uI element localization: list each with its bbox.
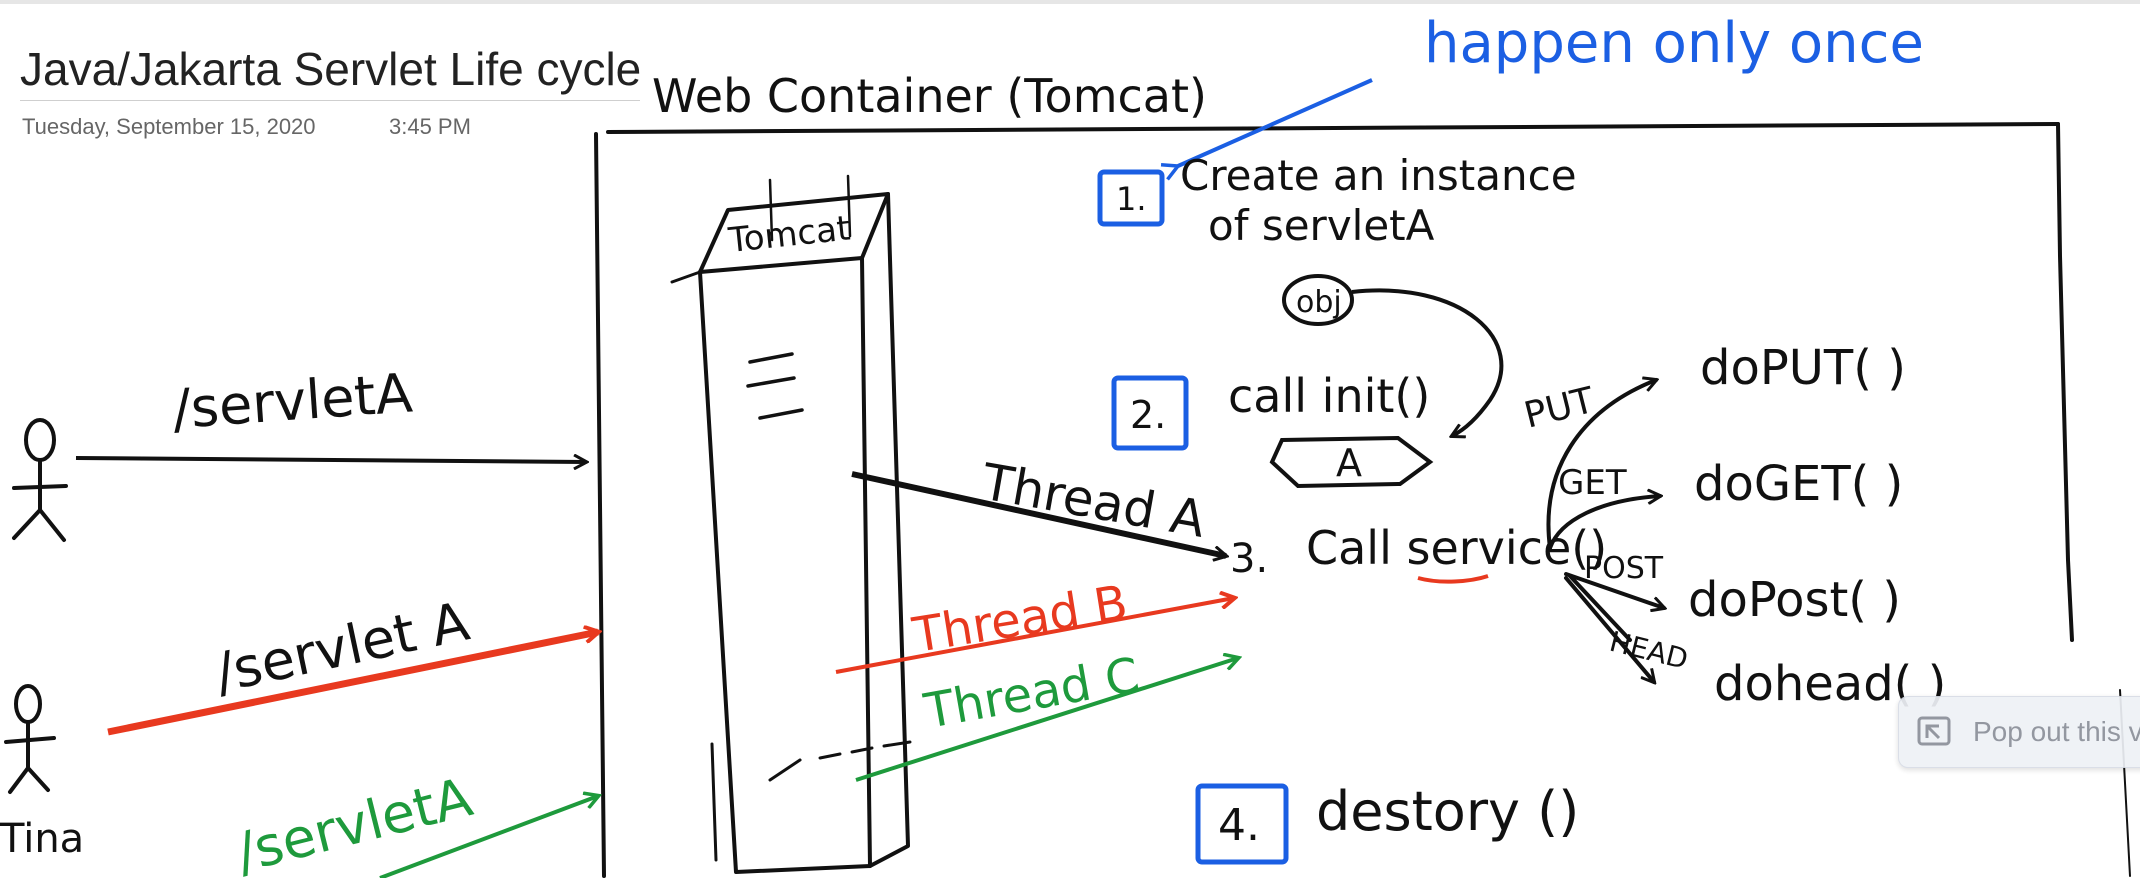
post-label: POST <box>1584 551 1664 586</box>
method-branches <box>1546 380 1664 682</box>
step3-text: Call service() <box>1306 521 1607 575</box>
popout-icon <box>1917 714 1957 750</box>
user-figure-2 <box>4 684 56 794</box>
step4-number: 4. <box>1218 800 1260 851</box>
request-arrow-c <box>379 796 598 878</box>
step1-line2: of servletA <box>1208 201 1435 250</box>
step2-number: 2. <box>1130 393 1166 437</box>
step2-text: call init() <box>1228 369 1430 423</box>
page-title: Java/Jakarta Servlet Life cycle <box>20 43 642 95</box>
tomcat-server-drawing <box>670 174 912 874</box>
top-border <box>0 0 2140 4</box>
user-figure-1 <box>12 418 68 542</box>
step3-number: 3. <box>1230 536 1268 582</box>
thread-b-label: Thread B <box>908 575 1131 664</box>
note-happen-only-once: happen only once <box>1424 11 1924 76</box>
head-label: HEAD <box>1606 625 1691 676</box>
instance-a-label: A <box>1336 441 1362 485</box>
obj-circle <box>1282 274 1354 326</box>
thread-a-arrow <box>851 471 1226 556</box>
step1-line1: Create an instance <box>1180 151 1577 200</box>
get-method: doGET( ) <box>1694 456 1903 512</box>
step4-text: destory () <box>1316 780 1579 843</box>
popout-label: Pop out this video <box>1973 716 2140 747</box>
service-underline <box>1417 574 1489 584</box>
post-method: doPost( ) <box>1688 572 1901 628</box>
step4-box <box>1195 783 1289 865</box>
obj-label: obj <box>1296 285 1342 320</box>
step1-box <box>1097 169 1165 227</box>
step1-number: 1. <box>1116 180 1147 218</box>
put-label: PUT <box>1520 380 1599 437</box>
person-label: Tina <box>0 816 84 862</box>
thread-c-arrow <box>855 658 1238 782</box>
thread-a-label: Thread A <box>977 453 1210 549</box>
request-path-1: /servletA <box>171 361 415 441</box>
request-arrow-b <box>107 632 598 736</box>
step2-box <box>1111 375 1189 451</box>
thread-b-arrow <box>835 598 1234 674</box>
get-label: GET <box>1558 463 1627 503</box>
instance-a-shape <box>1269 435 1434 489</box>
request-path-3: /servletA <box>230 765 478 878</box>
request-arrow-a <box>75 458 586 462</box>
obj-to-instance-arrow <box>1351 288 1504 436</box>
note-arrow <box>1178 78 1373 166</box>
tomcat-label: Tomcat <box>726 208 852 261</box>
popout-video-button[interactable]: Pop out this video <box>1898 696 2140 768</box>
page-time: 3:45 PM <box>389 114 471 139</box>
container-label: Web Container (Tomcat) <box>652 69 1207 123</box>
put-method: doPUT( ) <box>1700 340 1906 396</box>
page-date: Tuesday, September 15, 2020 <box>22 114 316 139</box>
title-divider <box>20 100 640 101</box>
